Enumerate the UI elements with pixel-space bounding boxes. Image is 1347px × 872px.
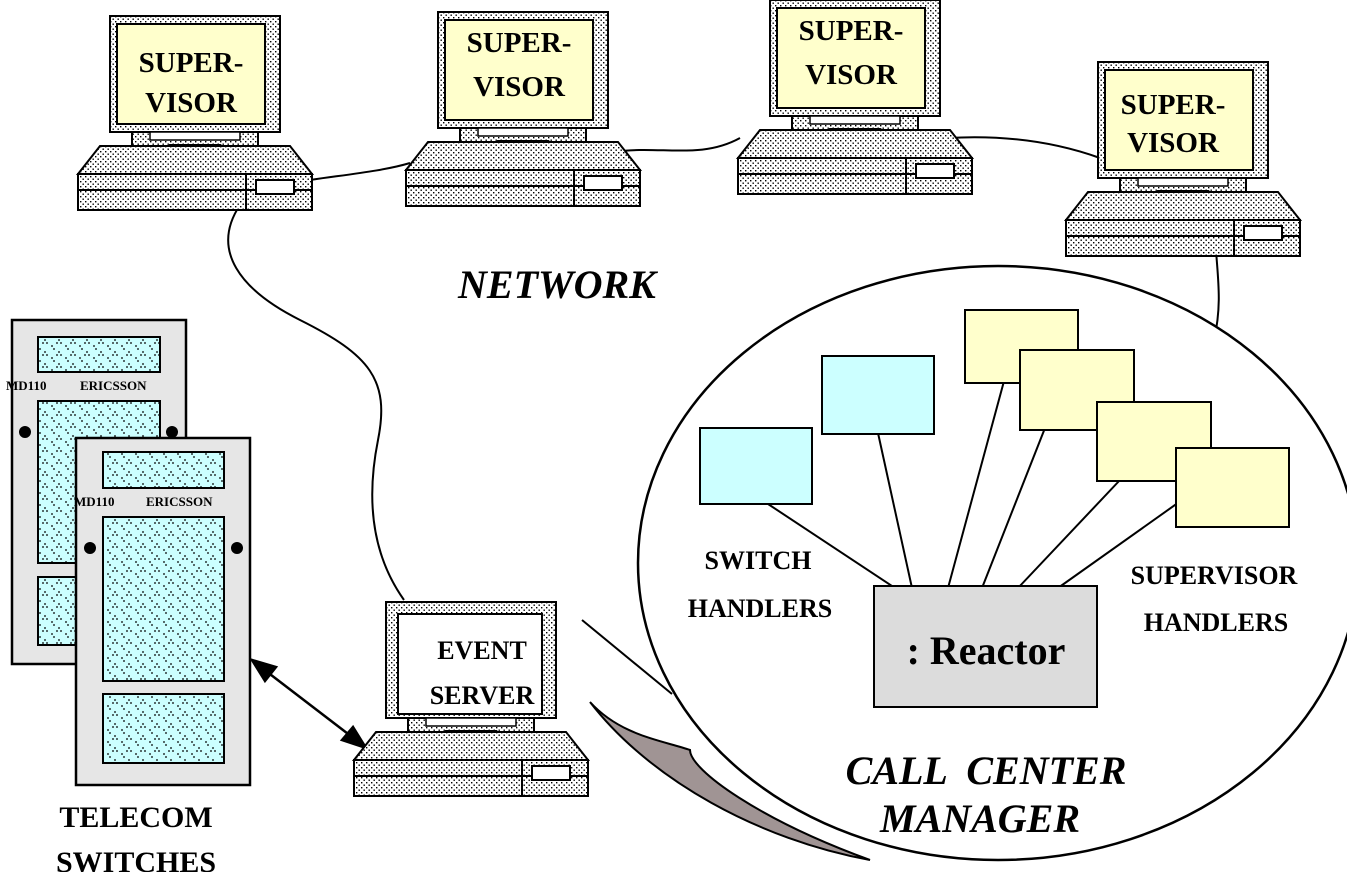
reactor-box bbox=[873, 585, 1098, 708]
switch-handlers-label-line1: SWITCH bbox=[705, 546, 812, 575]
switch-brand-label: ERICSSON bbox=[80, 378, 147, 393]
supervisor-label-line2: VISOR bbox=[473, 71, 566, 103]
telecom-switches-label-line1: TELECOM bbox=[59, 801, 212, 834]
switch-model-label: MD110 bbox=[6, 378, 46, 393]
zoom-line bbox=[581, 619, 673, 695]
supervisor-computer-3: SUPER- VISOR bbox=[737, 0, 973, 195]
event-server-screen bbox=[397, 613, 543, 715]
supervisor-label-line1: SUPER- bbox=[1121, 89, 1226, 121]
call-center-manager-title-line2: MANAGER bbox=[879, 796, 1080, 841]
switch-handler-box bbox=[821, 355, 935, 435]
event-server-computer: EVENT SERVER bbox=[353, 601, 589, 797]
call-center-manager-title-line1: CALL CENTER bbox=[846, 748, 1127, 793]
supervisor-label-line1: SUPER- bbox=[799, 15, 904, 47]
supervisor-handlers-label-line1: SUPERVISOR bbox=[1131, 561, 1298, 590]
network-cable bbox=[289, 136, 1220, 341]
network-cable-to-server bbox=[227, 204, 405, 601]
supervisor-screen bbox=[1104, 69, 1254, 171]
handler-connections bbox=[764, 369, 1183, 589]
event-server-label-line2: SERVER bbox=[430, 681, 535, 710]
supervisor-screen bbox=[776, 7, 926, 109]
supervisor-label-line2: VISOR bbox=[145, 87, 238, 119]
supervisor-computer-2: SUPER- VISOR bbox=[405, 11, 641, 207]
supervisor-computer-1: SUPER- VISOR bbox=[77, 15, 313, 211]
reactor-label: : Reactor bbox=[907, 628, 1066, 673]
supervisor-computer-4: SUPER- VISOR bbox=[1065, 61, 1301, 257]
telecom-switch-front: MD110 ERICSSON bbox=[74, 436, 252, 787]
switch-handlers-label-line2: HANDLERS bbox=[688, 594, 832, 623]
supervisor-label-line1: SUPER- bbox=[139, 47, 244, 79]
supervisor-handler-box bbox=[1175, 447, 1290, 528]
supervisor-screen bbox=[444, 19, 594, 121]
network-label: NETWORK bbox=[457, 262, 658, 307]
supervisor-label-line2: VISOR bbox=[1127, 127, 1220, 159]
switch-server-link-arrow bbox=[249, 657, 369, 751]
supervisor-label-line2: VISOR bbox=[805, 59, 898, 91]
switch-brand-label: ERICSSON bbox=[146, 494, 213, 509]
supervisor-screen bbox=[116, 23, 266, 125]
zoom-curl bbox=[589, 701, 871, 861]
event-server-label-line1: EVENT bbox=[437, 636, 527, 665]
switch-handler-box bbox=[699, 427, 813, 505]
telecom-switches-label-line2: SWITCHES bbox=[56, 846, 216, 872]
supervisor-handlers-label-line2: HANDLERS bbox=[1144, 608, 1288, 637]
supervisor-label-line1: SUPER- bbox=[467, 27, 572, 59]
switch-model-label: MD110 bbox=[74, 494, 114, 509]
